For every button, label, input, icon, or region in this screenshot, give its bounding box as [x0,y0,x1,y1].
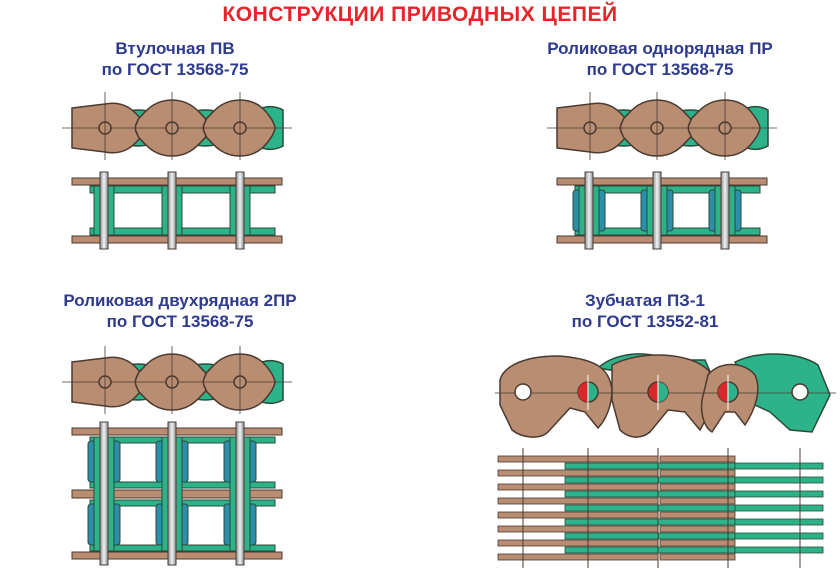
single-roller-chain-side-view [547,92,777,160]
page-title: КОНСТРУКЦИИ ПРИВОДНЫХ ЦЕПЕЙ [222,3,618,26]
caption-single-roller-chain: Роликовая однорядная ПР по ГОСТ 13568-75 [500,38,820,80]
caption-bush-chain: Втулочная ПВ по ГОСТ 13568-75 [60,38,290,80]
caption-line1: Роликовая двухрядная 2ПР [63,291,297,310]
caption-double-roller-chain: Роликовая двухрядная 2ПР по ГОСТ 13568-7… [20,290,340,332]
caption-line1: Зубчатая ПЗ-1 [585,291,705,310]
caption-line2: по ГОСТ 13568-75 [586,60,734,79]
caption-toothed-chain: Зубчатая ПЗ-1 по ГОСТ 13552-81 [530,290,760,332]
toothed-chain-top-view [497,448,824,568]
caption-line2: по ГОСТ 13552-81 [571,312,719,331]
caption-line1: Роликовая однорядная ПР [547,39,773,58]
caption-line2: по ГОСТ 13568-75 [106,312,254,331]
toothed-chain-side-view [495,353,836,438]
bush-chain-top-view [71,171,283,250]
single-roller-chain-top-view [556,171,768,250]
bush-chain-side-view [62,92,292,160]
double-roller-chain-side-view [62,346,292,414]
double-roller-chain-top-view [71,421,283,566]
caption-line2: по ГОСТ 13568-75 [101,60,249,79]
caption-line1: Втулочная ПВ [115,39,235,58]
